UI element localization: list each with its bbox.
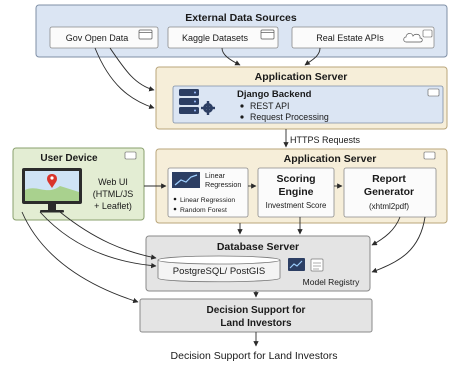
regression-bullet-linear: Linear Regression bbox=[180, 197, 235, 204]
edge-gov-to-app-2 bbox=[94, 47, 155, 110]
app-server-mid-group: Application Server Linear Regression Lin… bbox=[155, 148, 448, 224]
regression-title-line1: Linear bbox=[205, 171, 226, 180]
edge-user-to-decision bbox=[21, 211, 139, 304]
source-label-kaggle: Kaggle Datasets bbox=[182, 33, 249, 43]
django-bullet-request-processing: Request Processing bbox=[250, 112, 329, 122]
edges-group bbox=[21, 47, 426, 347]
bullet-dot bbox=[240, 104, 244, 108]
external-data-sources-group: External Data Sources Gov Open Data Kagg… bbox=[35, 4, 448, 58]
map-pin-icon bbox=[47, 174, 57, 188]
window-icon bbox=[423, 151, 436, 160]
source-label-gov: Gov Open Data bbox=[66, 33, 129, 43]
model-registry-icon bbox=[288, 258, 324, 272]
source-card-kaggle bbox=[167, 26, 279, 49]
window-icon bbox=[138, 29, 153, 40]
decision-support-group: Decision Support for Land Investors bbox=[139, 298, 373, 333]
report-generator-sub: (xhtml2pdf) bbox=[369, 202, 409, 211]
window-icon bbox=[422, 29, 433, 38]
user-device-title: User Device bbox=[40, 153, 98, 164]
edge-realestate-to-app bbox=[304, 47, 321, 66]
decision-support-line2: Land Investors bbox=[220, 318, 292, 329]
app-server-top-title: Application Server bbox=[255, 71, 348, 83]
scoring-engine-sub: Investment Score bbox=[266, 201, 327, 210]
edge-report-to-decision bbox=[371, 216, 426, 273]
django-backend-title: Django Backend bbox=[237, 89, 312, 100]
edge-gov-to-app bbox=[109, 47, 155, 92]
regression-bullet-random-forest: Random Forest bbox=[180, 207, 227, 214]
edge-report-to-db bbox=[371, 216, 401, 246]
web-ui-label-line2: (HTML/JS bbox=[93, 189, 134, 199]
regression-title-line2: Regression bbox=[205, 180, 241, 189]
postgres-label: PostgreSQL/ PostGIS bbox=[173, 266, 265, 277]
window-icon bbox=[260, 29, 275, 40]
django-backend-card bbox=[172, 85, 444, 124]
bullet-dot bbox=[240, 115, 244, 119]
app-server-mid-title: Application Server bbox=[284, 153, 377, 165]
cylinder-icon bbox=[157, 255, 281, 283]
user-device-group: User Device Web UI (HTML/JS + Leaflet) bbox=[12, 147, 145, 221]
edge-user-to-db-2 bbox=[59, 211, 157, 260]
chart-icon bbox=[172, 172, 200, 188]
source-card-gov bbox=[49, 26, 159, 49]
web-ui-label-line1: Web UI bbox=[98, 177, 128, 187]
edge-kaggle-to-app bbox=[221, 47, 241, 66]
external-data-sources-title: External Data Sources bbox=[185, 12, 297, 24]
window-icon bbox=[124, 151, 137, 160]
database-server-title: Database Server bbox=[217, 241, 299, 253]
cloud-icon bbox=[403, 33, 423, 43]
https-requests-label: HTTPS Requests bbox=[290, 135, 361, 145]
decision-support-line1: Decision Support for bbox=[207, 305, 306, 316]
source-label-real-estate: Real Estate APIs bbox=[316, 33, 384, 43]
bullet-dot bbox=[173, 207, 177, 211]
model-registry-label: Model Registry bbox=[303, 277, 360, 287]
scoring-engine-card bbox=[257, 167, 335, 218]
gear-icon bbox=[201, 101, 215, 115]
django-bullet-rest-api: REST API bbox=[250, 101, 289, 111]
window-icon bbox=[427, 88, 440, 97]
report-generator-card bbox=[343, 167, 437, 218]
report-generator-title-line2: Generator bbox=[364, 186, 414, 198]
server-stack-icon bbox=[179, 89, 199, 114]
source-card-real-estate bbox=[291, 26, 435, 49]
app-server-top-group: Application Server Django Backend REST A… bbox=[155, 66, 448, 130]
footer-label: Decision Support for Land Investors bbox=[171, 350, 338, 362]
scoring-engine-title-line2: Engine bbox=[278, 186, 313, 198]
bullet-dot bbox=[173, 197, 177, 201]
edge-user-to-db bbox=[39, 211, 157, 269]
web-ui-label-line3: + Leaflet) bbox=[94, 201, 132, 211]
database-server-group: Database Server PostgreSQL/ PostGIS Mode… bbox=[145, 235, 371, 292]
scoring-engine-title-line1: Scoring bbox=[276, 173, 315, 185]
report-generator-title-line1: Report bbox=[372, 173, 406, 185]
